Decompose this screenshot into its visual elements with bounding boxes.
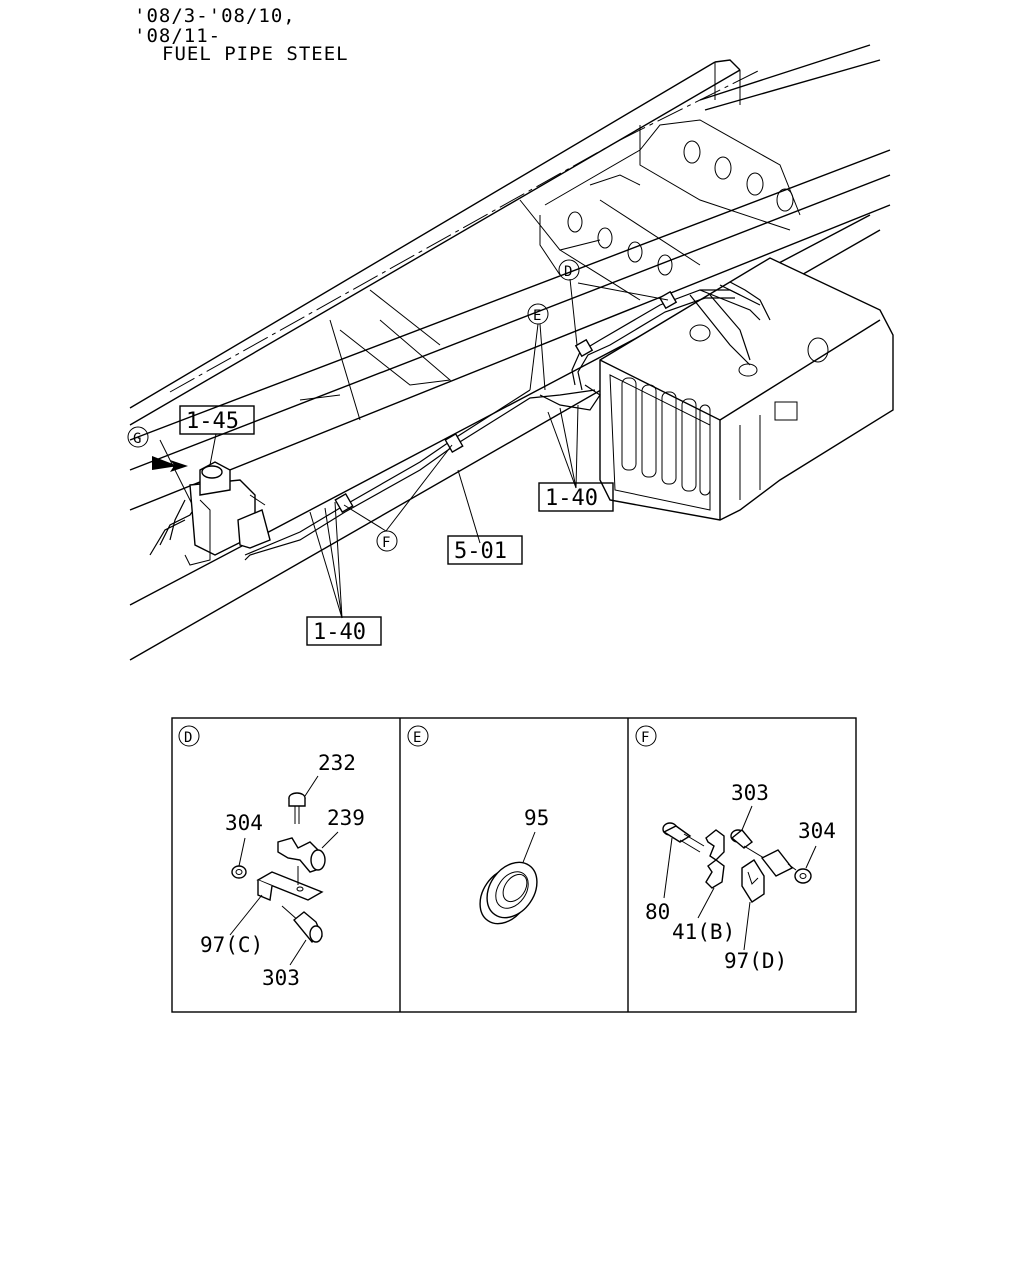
ref-1-40-right-label: 1-40: [545, 486, 598, 511]
ref-1-40-left-label: 1-40: [313, 620, 366, 645]
leader-lines: [209, 278, 669, 619]
header-part-title: FUEL PIPE STEEL: [162, 43, 349, 65]
header-date-range: '08/3-'08/10,: [134, 5, 296, 27]
ref-box-1-40-right: 1-40: [538, 482, 614, 512]
ref-box-1-45: 1-45: [179, 405, 255, 435]
part-97d-label: 97(D): [724, 949, 787, 973]
part-232-label: 232: [318, 751, 356, 775]
detail-panel-e: E 95: [407, 725, 549, 925]
callout-e: E: [527, 303, 549, 325]
fuel-filter-assembly: [184, 461, 271, 566]
detail-panel-d: D 232 304 239 97(C) 303: [178, 725, 365, 990]
part-304-label: 304: [225, 811, 263, 835]
part-95-label: 95: [524, 806, 549, 830]
ref-box-5-01: 5-01: [447, 535, 523, 565]
panel-d-callout: D: [184, 730, 192, 746]
part-97c-label: 97(C): [200, 933, 263, 957]
detail-panel-f: F 303 304 80 41(B) 97(D): [635, 725, 836, 973]
panel-e-callout: E: [413, 730, 421, 746]
callout-d-label: D: [564, 264, 572, 280]
callout-g-label: G: [133, 431, 141, 447]
ref-1-45-label: 1-45: [186, 409, 239, 434]
view-arrow-g: G: [127, 426, 188, 472]
callout-e-label: E: [533, 308, 541, 324]
ref-box-1-40-left: 1-40: [306, 616, 382, 646]
header-date-from: '08/11-: [134, 25, 221, 47]
header: '08/3-'08/10, '08/11- FUEL PIPE STEEL: [134, 5, 349, 65]
part-304-f-label: 304: [798, 819, 836, 843]
panel-f-callout: F: [641, 730, 649, 746]
callout-f-label: F: [382, 535, 390, 551]
part-41b-label: 41(B): [672, 920, 735, 944]
fuel-tank: [599, 257, 894, 521]
part-303-f-label: 303: [731, 781, 769, 805]
part-303-label: 303: [262, 966, 300, 990]
callout-d: D: [558, 259, 580, 281]
part-80-label: 80: [645, 900, 670, 924]
part-239-label: 239: [327, 806, 365, 830]
callout-f: F: [376, 530, 398, 552]
ref-5-01-label: 5-01: [454, 539, 507, 564]
detail-panels: [171, 717, 857, 1013]
